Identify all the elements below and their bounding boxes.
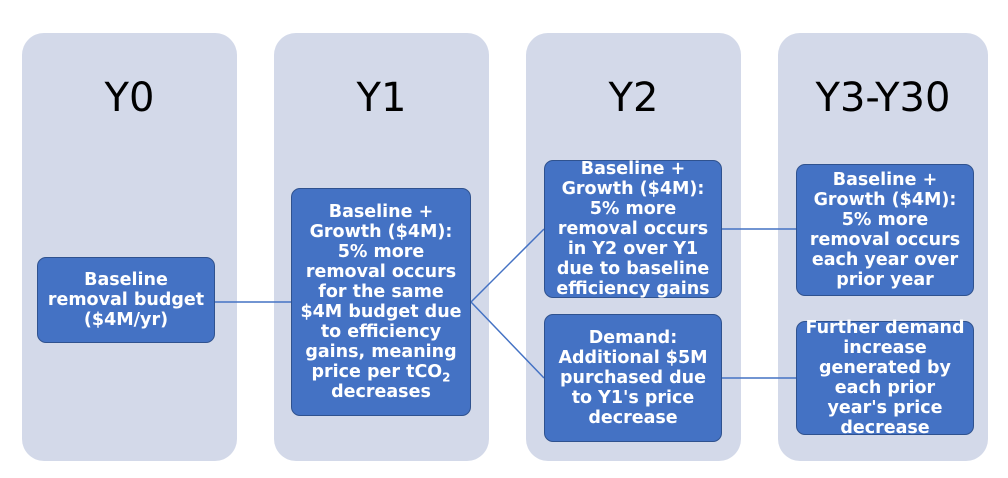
box-y0-baseline-text: Baseline removal budget ($4M/yr) [47,270,205,330]
column-title-y1: Y1 [356,75,407,121]
connector-y1-y2-demand [470,301,545,379]
box-y1-baseline-growth: Baseline + Growth ($4M): 5% more removal… [291,188,471,416]
box-y1-growth-text: Baseline + Growth ($4M): 5% more removal… [298,202,464,402]
box-y1-growth-tail: decreases [331,382,431,402]
box-y1-growth-main: Baseline + Growth ($4M): 5% more removal… [300,202,462,382]
box-y0-baseline-budget: Baseline removal budget ($4M/yr) [37,257,215,343]
column-y0: Y0 [22,33,237,461]
box-y2-demand-text: Demand: Additional $5M purchased due to … [558,328,708,428]
column-title-y3-y30: Y3-Y30 [815,75,951,121]
column-title-y0: Y0 [104,75,155,121]
box-y3-baseline-growth: Baseline + Growth ($4M): 5% more removal… [796,164,974,296]
box-y2-growth-text: Baseline + Growth ($4M): 5% more removal… [556,159,710,299]
box-y3-further-demand: Further demand increase generated by eac… [796,318,974,438]
box-y2-demand: Demand: Additional $5M purchased due to … [544,314,722,442]
connector-y1-y2-growth [470,228,545,303]
box-y3-demand-text: Further demand increase generated by eac… [805,318,965,438]
box-y3-growth-text: Baseline + Growth ($4M): 5% more removal… [809,170,961,290]
box-y2-baseline-growth: Baseline + Growth ($4M): 5% more removal… [544,159,722,299]
box-y1-growth-subscript: 2 [442,370,451,385]
column-title-y2: Y2 [608,75,659,121]
